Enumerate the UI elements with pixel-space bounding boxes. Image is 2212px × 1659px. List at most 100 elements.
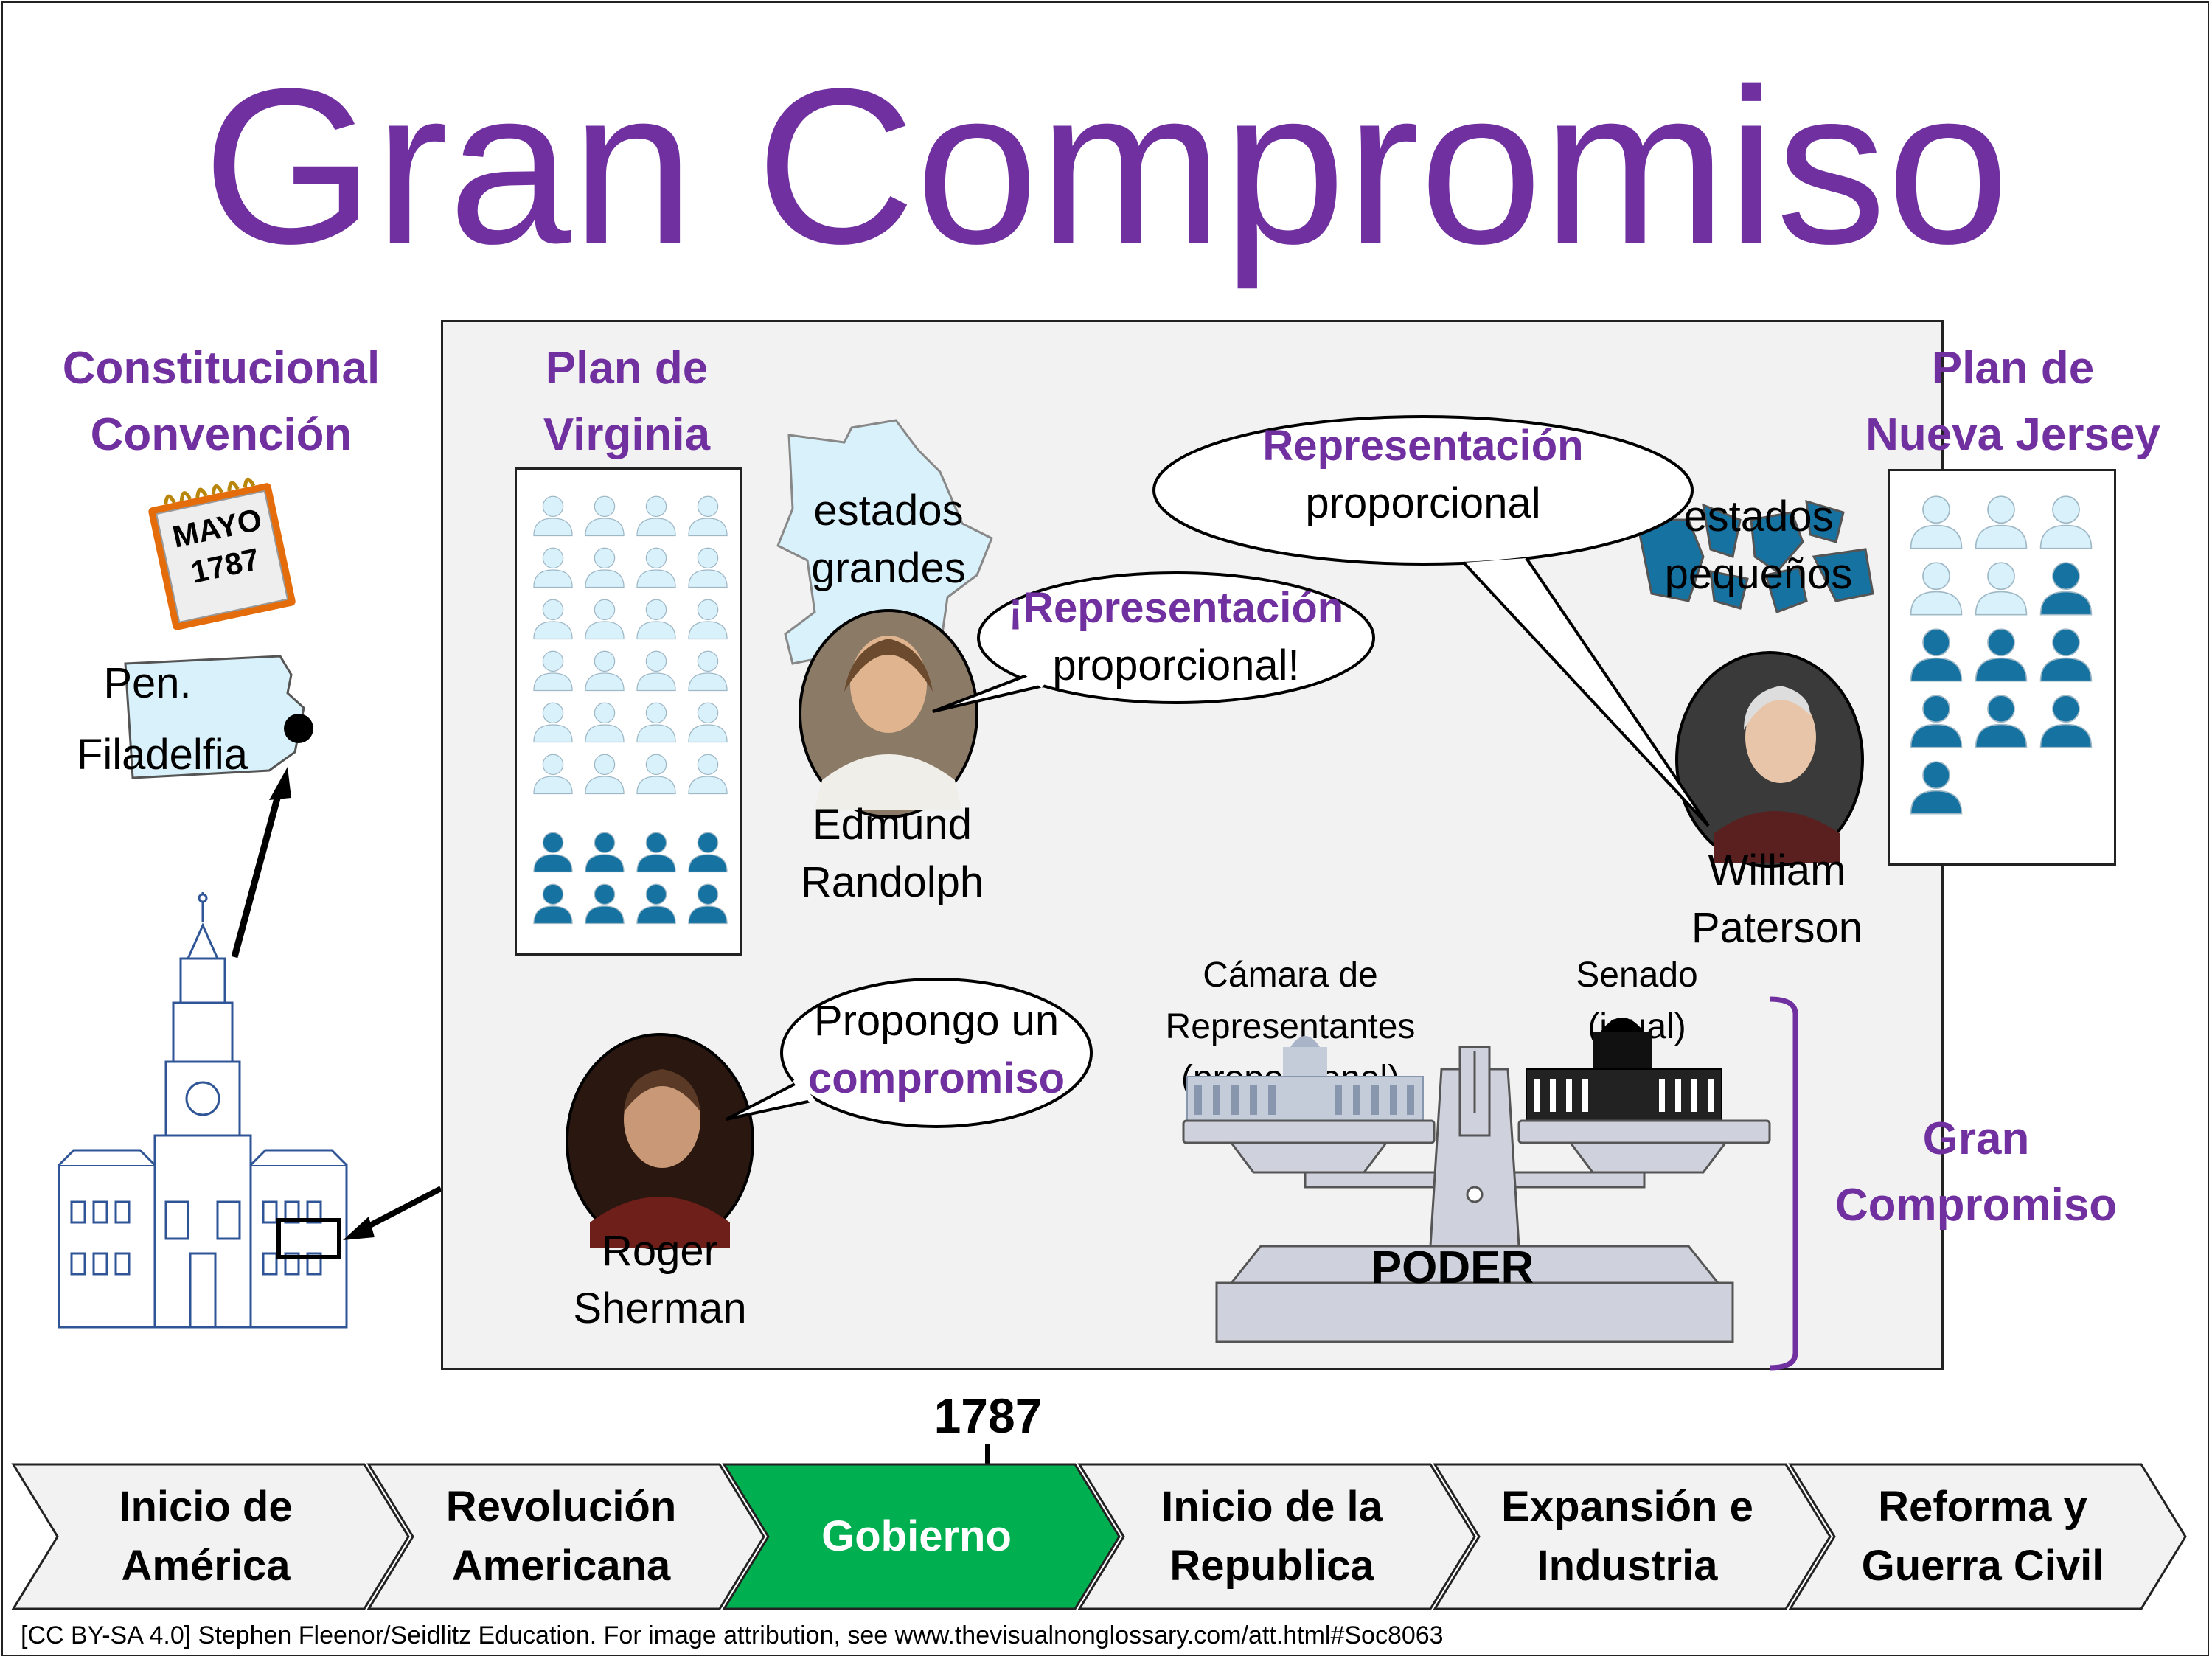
timeline-item-line: Industria (1537, 1542, 1718, 1590)
person-icon-light (1906, 557, 1966, 621)
randolph-bubble-rest: proporcional! (1052, 641, 1300, 689)
timeline-year-tick (985, 1444, 990, 1469)
paterson-bubble-bold: Representación (1262, 422, 1584, 470)
large-states-label: estados grandes (782, 482, 995, 597)
person-icon-dark (530, 828, 576, 877)
great-compromise-label: Gran Compromiso (1814, 1106, 2138, 1239)
timeline-year: 1787 (933, 1388, 1043, 1443)
timeline-item-label: Expansión e Industria (1464, 1478, 1790, 1596)
virginia-heading: Plan de Virginia (487, 335, 767, 468)
timeline-item-line: Republica (1169, 1542, 1374, 1590)
person-icon-light (582, 750, 627, 799)
convention-heading-line2: Convención (90, 409, 352, 460)
person-icon-dark (685, 880, 731, 929)
person-icon-light (1906, 490, 1966, 554)
small-states-map (1635, 499, 1874, 613)
paterson-bubble-text: Representación proporcional (1209, 417, 1637, 532)
house-label-line2: Representantes (1165, 1007, 1416, 1046)
roger-sherman-portrait (566, 1033, 754, 1250)
timeline-item-line: Expansión e (1501, 1483, 1753, 1531)
person-icon-light (530, 543, 576, 593)
person-icon-dark (2036, 689, 2096, 754)
balance-scale (1182, 1018, 1771, 1343)
senate-label-line1: Senado (1576, 956, 1698, 995)
person-icon-dark (1906, 756, 1966, 820)
timeline-item-line: Reforma y (1878, 1483, 2087, 1531)
sherman-speech-bubble (726, 978, 1093, 1128)
william-paterson-label: William Paterson (1674, 842, 1880, 957)
small-states-label: estados pequeños (1652, 488, 1865, 603)
sherman-last-name: Sherman (573, 1284, 747, 1332)
senate-label: Senado (igual) (1556, 950, 1718, 1053)
person-icon-dark (1906, 689, 1966, 754)
timeline-item-line: Americana (451, 1542, 671, 1590)
person-icon-dark (582, 880, 627, 929)
person-icon-dark (2036, 557, 2096, 621)
randolph-speech-bubble (932, 571, 1375, 713)
sherman-bubble-bold: compromiso (807, 1054, 1065, 1102)
person-icon-light (530, 750, 576, 799)
person-icon-light (530, 595, 576, 644)
sherman-first-name: Roger (602, 1227, 718, 1275)
virginia-heading-line2: Virginia (543, 409, 711, 460)
person-icon-dark (685, 828, 731, 877)
person-icon-light (633, 492, 679, 541)
small-states-line1: estados (1683, 493, 1834, 540)
person-icon-dark (1906, 623, 1966, 687)
person-icon-light (633, 647, 679, 696)
compromise-bracket (1769, 996, 1798, 1371)
virginia-people-grid (515, 467, 742, 956)
person-icon-light (1971, 490, 2031, 554)
person-icon-dark (2036, 623, 2096, 687)
person-icon-dark (530, 880, 576, 929)
independence-hall-drawing (58, 767, 442, 1329)
person-icon-light (633, 543, 679, 593)
page-title: Gran Compromiso (202, 42, 2010, 290)
timeline-chevron (366, 1463, 765, 1610)
nj-heading-line1: Plan de (1931, 343, 2095, 394)
timeline-item-line: Inicio de la (1161, 1483, 1382, 1531)
timeline-chevron (11, 1463, 410, 1610)
timeline-item-line: Inicio de (119, 1483, 293, 1531)
senate-capitol-icon (1526, 1018, 1722, 1121)
timeline-item-label: Inicio de la Republica (1109, 1478, 1435, 1596)
house-label-line1: Cámara de (1203, 956, 1378, 995)
edmund-randolph-label: Edmund Randolph (782, 796, 1003, 911)
person-icon-light (685, 647, 731, 696)
randolph-bubble-text: ¡Representación proporcional! (966, 580, 1386, 695)
philadelphia-dot (284, 714, 313, 743)
paterson-speech-bubble (1152, 415, 1710, 827)
person-icon-light (2036, 490, 2096, 554)
calendar-icon (148, 477, 296, 630)
timeline-chevron (1788, 1463, 2187, 1610)
person-icon-dark (1971, 689, 2031, 754)
timeline-item-label: Gobierno (754, 1507, 1079, 1566)
timeline-chevron (722, 1463, 1121, 1610)
person-icon-light (530, 647, 576, 696)
person-icon-light (530, 492, 576, 541)
paterson-last-name: Paterson (1691, 904, 1863, 952)
timeline-bar (11, 1463, 2187, 1610)
person-icon-light (1971, 557, 2031, 621)
person-icon-light (582, 647, 627, 696)
state-label: Pen. (103, 659, 192, 707)
convention-heading-line1: Constitucional (62, 343, 380, 394)
person-icon-light (633, 698, 679, 748)
randolph-last-name: Randolph (800, 858, 984, 906)
person-icon-light (633, 595, 679, 644)
timeline-chevron (1077, 1463, 1476, 1610)
sherman-bubble-text: Propongo un compromiso (782, 992, 1091, 1107)
person-icon-light (633, 750, 679, 799)
person-icon-light (530, 698, 576, 748)
timeline-item-line: Revolución (445, 1483, 677, 1531)
randolph-first-name: Edmund (812, 801, 973, 849)
person-icon-light (685, 492, 731, 541)
person-icon-light (582, 543, 627, 593)
virginia-heading-line1: Plan de (545, 343, 709, 394)
person-icon-light (685, 595, 731, 644)
large-states-line2: grandes (811, 544, 966, 592)
edmund-randolph-portrait (799, 609, 978, 818)
person-icon-dark (582, 828, 627, 877)
person-icon-light (685, 543, 731, 593)
